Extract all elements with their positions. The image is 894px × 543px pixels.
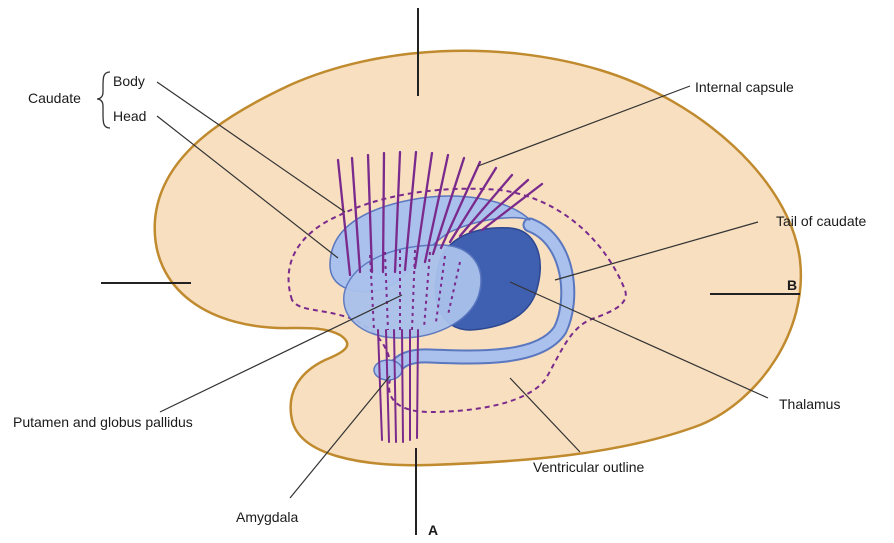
internal-capsule-fibers	[336, 150, 544, 277]
caudate-label: Caudate	[28, 90, 81, 106]
section-lines	[101, 8, 800, 535]
head-label: Head	[113, 108, 147, 124]
lower-fibers	[377, 329, 419, 443]
dotted-fibers	[369, 249, 461, 331]
internal-capsule-label: Internal capsule	[695, 79, 794, 95]
leader-lines	[156, 81, 769, 499]
thalamus-label: Thalamus	[779, 396, 841, 412]
caudate-brace	[96, 71, 111, 129]
body-label: Body	[113, 73, 145, 89]
amygdala-label: Amygdala	[236, 509, 299, 525]
ventricular-outline-label: Ventricular outline	[533, 459, 645, 475]
ventricular-outline-shape	[287, 187, 627, 414]
section-a-label: A	[428, 522, 439, 538]
putamen-globus-pallidus-label: Putamen and globus pallidus	[13, 414, 193, 430]
section-b-label: B	[787, 277, 798, 293]
tail-of-caudate-label: Tail of caudate	[776, 213, 867, 229]
